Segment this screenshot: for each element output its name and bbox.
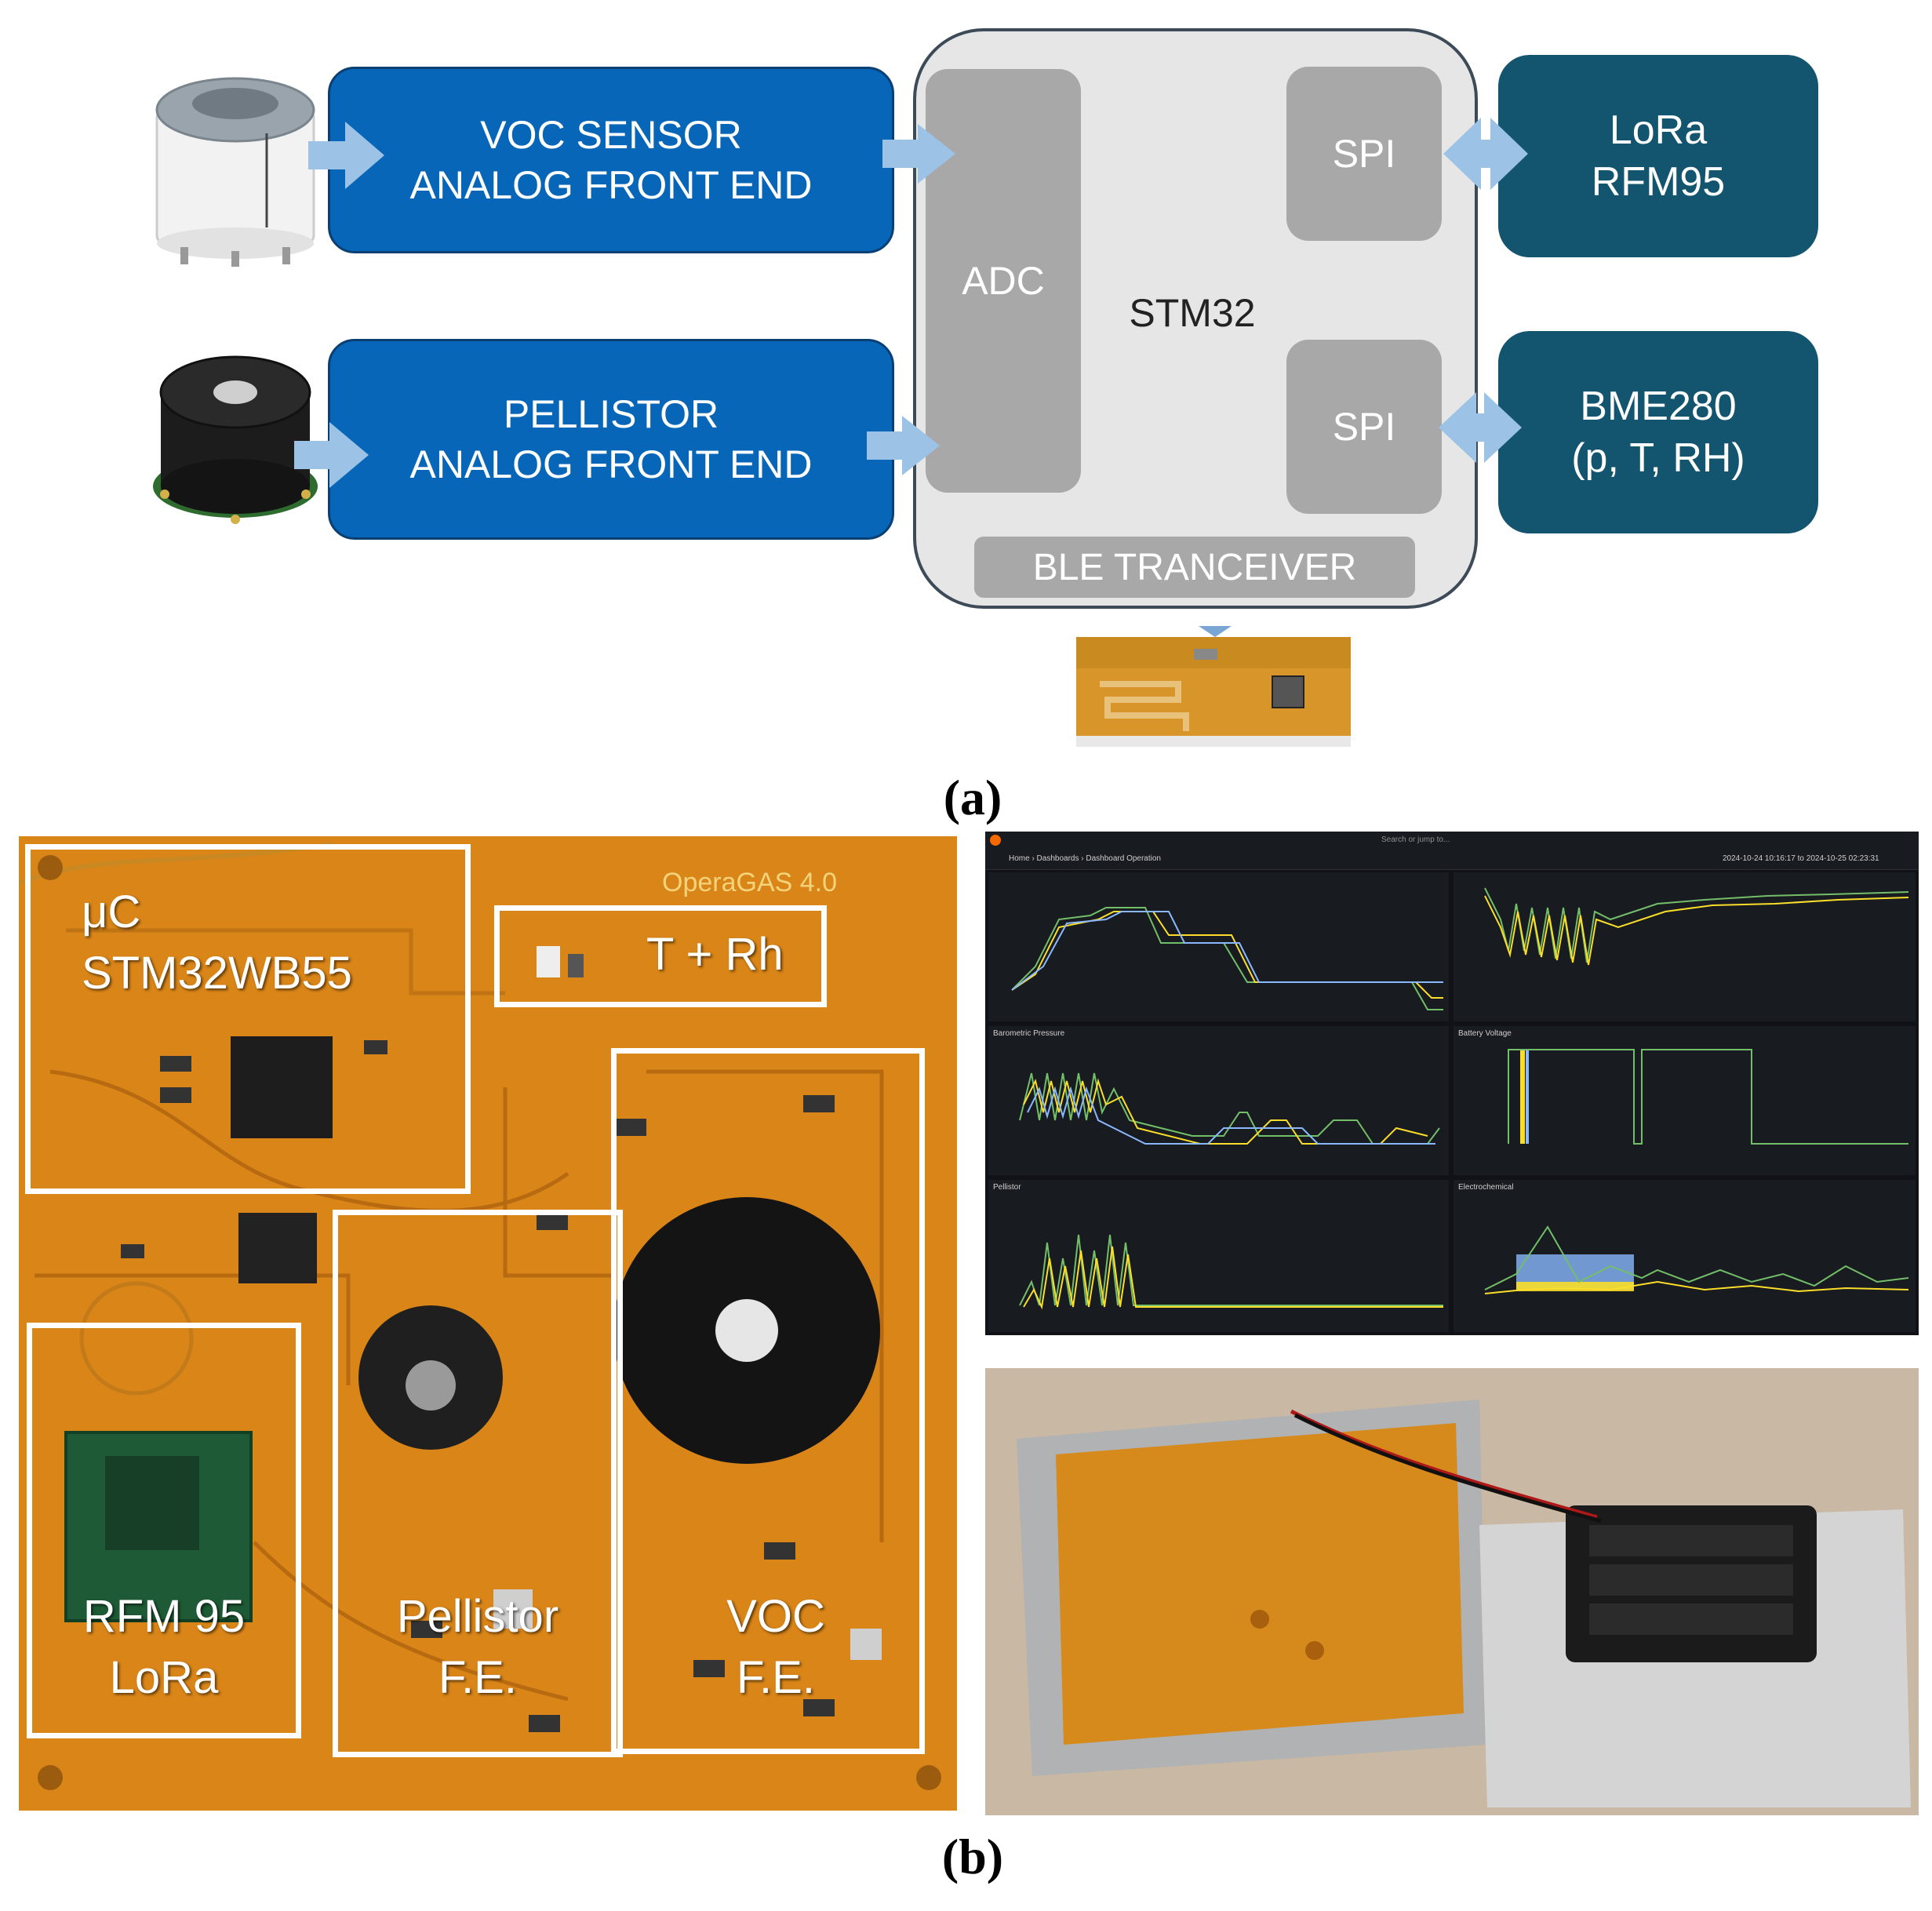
humidity-chart [1484, 887, 1909, 966]
arrow-spi-lora [1443, 118, 1528, 190]
pellistor-label-line1: Pellistor [396, 1591, 559, 1642]
uc-label-line1: μC [82, 886, 141, 937]
panel-humidity [1454, 872, 1916, 1021]
trh-label: T + Rh [646, 929, 784, 980]
pellistor-chart [1019, 1234, 1443, 1310]
bme280-box: BME280 (p, T, RH) [1498, 331, 1818, 533]
battery-chart [1508, 1049, 1908, 1145]
dashboard-screenshot: Search or jump to... Home › Dashboards ›… [985, 832, 1919, 1335]
dashboard-topbar: Search or jump to... [985, 832, 1919, 850]
lora-line2: RFM95 [1591, 159, 1726, 205]
adc-block: ADC [926, 69, 1081, 493]
panel-title-electrochemical: Electrochemical [1458, 1183, 1514, 1192]
adc-label: ADC [962, 259, 1045, 303]
voc-label-line1: VOC [726, 1591, 825, 1642]
spi-bottom-label: SPI [1332, 405, 1396, 449]
spi-top-block: SPI [1286, 67, 1442, 241]
rfm-frame [27, 1323, 301, 1738]
uc-label-line2: STM32WB55 [82, 948, 352, 999]
bme280-line2: (p, T, RH) [1571, 435, 1745, 481]
panel-pressure: Barometric Pressure [988, 1026, 1449, 1175]
diagram-arrows [294, 118, 1528, 637]
ble-label: BLE TRANCEIVER [1032, 546, 1357, 588]
trh-frame [494, 905, 827, 1007]
arrow-voc-sensor [308, 122, 384, 189]
arrow-pellistor-adc [867, 416, 940, 475]
voc-afe-box: VOC SENSOR ANALOG FRONT END [328, 67, 894, 253]
pellistor-frame [333, 1210, 623, 1757]
spi-bottom-block: SPI [1286, 340, 1442, 514]
lora-box: LoRa RFM95 [1498, 55, 1818, 257]
stm32-label: STM32 [1129, 291, 1256, 335]
pcb-photo: OperaGAS 4.0 μC STM32WB55 T + Rh RFM 95 … [19, 836, 957, 1811]
pellistor-afe-line2: ANALOG FRONT END [409, 442, 813, 486]
panel-temperature [988, 872, 1449, 1021]
rfm-label-line2: LoRa [109, 1652, 219, 1703]
enclosure-photo [985, 1368, 1919, 1815]
search-input[interactable]: Search or jump to... [1381, 835, 1450, 844]
panel-title-pellistor: Pellistor [993, 1183, 1021, 1192]
panel-pellistor: Pellistor [988, 1180, 1449, 1332]
voc-afe-line2: ANALOG FRONT END [409, 163, 813, 207]
caption-b: (b) [941, 1829, 1004, 1884]
breadcrumb[interactable]: Home › Dashboards › Dashboard Operation [1009, 854, 1161, 863]
time-range-picker[interactable]: 2024-10-24 10:16:17 to 2024-10-25 02:23:… [1723, 854, 1879, 863]
pellistor-afe-line1: PELLISTOR [503, 392, 719, 436]
dashboard-navbar: Home › Dashboards › Dashboard Operation … [985, 850, 1919, 870]
rfm-label-line1: RFM 95 [82, 1591, 246, 1642]
pellistor-sensor-photo [153, 355, 318, 524]
panel-title-battery: Battery Voltage [1458, 1029, 1512, 1038]
panel-title-pressure: Barometric Pressure [993, 1029, 1065, 1038]
board-title: OperaGAS 4.0 [662, 868, 838, 897]
temperature-chart [1011, 907, 1443, 1010]
pcb-traces [19, 842, 941, 1790]
voc-label: VOC F.E. [662, 1586, 890, 1709]
grafana-logo-icon [990, 835, 1001, 846]
rfm-label: RFM 95 LoRa [58, 1586, 270, 1709]
arrow-pellistor-sensor [294, 422, 369, 488]
caption-a: (a) [943, 770, 1002, 825]
lora-line1: LoRa [1609, 107, 1708, 153]
ble-block: BLE TRANCEIVER [974, 537, 1415, 598]
arrow-spi-bme [1439, 392, 1522, 463]
spi-top-label: SPI [1332, 132, 1396, 176]
uc-frame [25, 844, 471, 1194]
voc-afe-line1: VOC SENSOR [480, 113, 742, 157]
panel-electrochemical: Electrochemical [1454, 1180, 1916, 1332]
panel-battery: Battery Voltage [1454, 1026, 1916, 1175]
arrow-voc-adc [882, 124, 955, 184]
ble-antenna-photo [1076, 637, 1351, 747]
pellistor-afe-box: PELLISTOR ANALOG FRONT END [328, 339, 894, 540]
uc-label: μC STM32WB55 [82, 882, 352, 1004]
pellistor-label-line2: F.E. [438, 1652, 517, 1703]
voc-label-line2: F.E. [737, 1652, 815, 1703]
voc-frame [611, 1048, 925, 1754]
electrochemical-chart [1484, 1225, 1909, 1294]
bme280-line1: BME280 [1580, 384, 1737, 429]
pressure-chart [1019, 1072, 1440, 1145]
voc-sensor-photo [155, 77, 315, 267]
arrow-ble-down [1199, 626, 1232, 637]
pellistor-label: Pellistor F.E. [364, 1586, 591, 1709]
